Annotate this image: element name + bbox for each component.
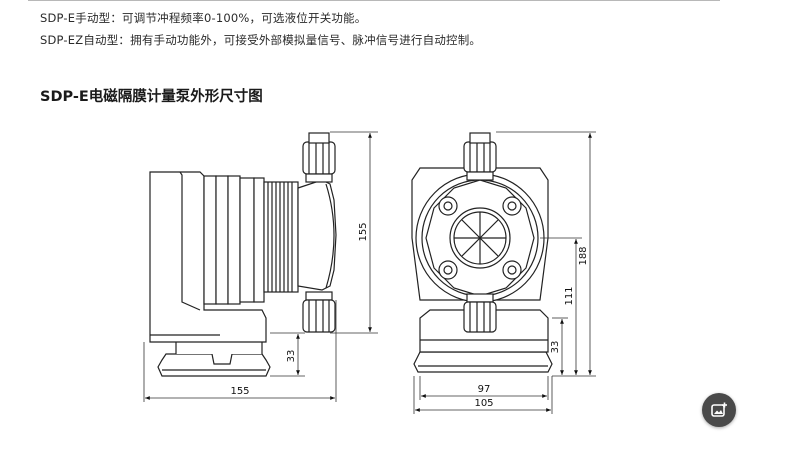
front-width-105-label: 105: [474, 398, 493, 409]
front-base-33-label: 33: [550, 341, 561, 354]
auto-model-description: SDP-EZ自动型：拥有手动功能外，可接受外部模拟量信号、脉冲信号进行自动控制。: [40, 33, 482, 47]
side-view: [149, 132, 337, 377]
front-width-97-label: 97: [478, 384, 491, 395]
manual-model-description: SDP-E手动型：可调节冲程频率0-100%，可选液位开关功能。: [40, 11, 367, 25]
side-view-dimensions: [143, 131, 378, 402]
drawing-title: SDP-E电磁隔膜计量泵外形尺寸图: [40, 89, 263, 105]
side-base-33-label: 33: [286, 350, 297, 363]
add-image-button[interactable]: [702, 393, 736, 427]
front-height-188-label: 188: [578, 246, 589, 265]
front-view-dimensions: [413, 131, 596, 414]
top-divider: [28, 0, 720, 1]
side-height-155-label: 155: [358, 222, 369, 241]
front-height-111-label: 111: [564, 286, 575, 305]
side-width-155-label: 155: [230, 386, 249, 397]
front-view: [411, 132, 553, 373]
image-add-icon: [711, 402, 727, 417]
